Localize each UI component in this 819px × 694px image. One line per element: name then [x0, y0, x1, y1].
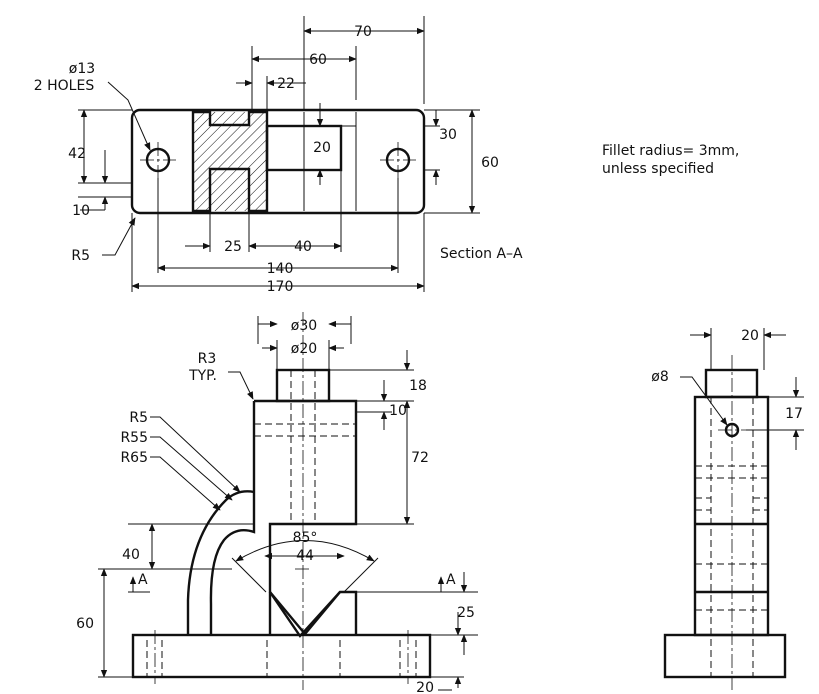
radius-typ: TYP. — [188, 368, 217, 384]
dim-40: 40 — [294, 239, 312, 255]
section-title: Section A–A — [440, 246, 523, 262]
dim-22: 22 — [277, 76, 295, 92]
dim-10: 10 — [72, 203, 90, 219]
dim-30: 30 — [439, 127, 457, 143]
dim-10: 10 — [389, 403, 407, 419]
radius-r55: R55 — [120, 430, 148, 446]
radius-r5: R5 — [71, 248, 90, 264]
dim-60: 60 — [309, 52, 327, 68]
section-view: 70 60 22 20 30 60 42 10 R5 25 40 140 170… — [34, 16, 499, 295]
dim-dia-20: ø20 — [291, 341, 317, 357]
front-view: ø30 ø20 R3 TYP. R5 R55 R65 18 10 72 40 8… — [76, 312, 478, 694]
dim-60-height: 60 — [481, 155, 499, 171]
dim-20: 20 — [313, 140, 331, 156]
side-view: 20 ø8 17 — [651, 328, 804, 690]
side-body — [693, 395, 770, 637]
dim-60: 60 — [76, 616, 94, 632]
cutting-plane-label-right: A — [446, 572, 456, 588]
dim-44: 44 — [296, 548, 314, 564]
dim-dia-30: ø30 — [291, 318, 317, 334]
dim-18: 18 — [409, 378, 427, 394]
radius-r65: R65 — [120, 450, 148, 466]
hole-callout-count: 2 HOLES — [34, 78, 95, 94]
side-dim-20: 20 — [741, 328, 759, 344]
dim-70: 70 — [354, 24, 372, 40]
dim-25: 25 — [457, 605, 475, 621]
front-base — [131, 633, 432, 679]
dim-20: 20 — [416, 680, 434, 694]
dim-140: 140 — [267, 261, 294, 277]
side-boss — [704, 368, 759, 399]
hatched-section — [193, 112, 267, 211]
radius-r3: R3 — [198, 351, 217, 367]
dim-170: 170 — [267, 279, 294, 295]
cutting-plane-label-left: A — [138, 572, 148, 588]
radius-r5: R5 — [129, 410, 148, 426]
base-plate-outline — [130, 108, 426, 215]
fillet-note-line-1: Fillet radius= 3mm, — [602, 143, 739, 159]
side-dim-dia-8: ø8 — [651, 369, 668, 385]
side-dim-17: 17 — [785, 406, 803, 422]
side-base — [663, 633, 787, 679]
dim-25: 25 — [224, 239, 242, 255]
dim-42: 42 — [68, 146, 86, 162]
dim-40: 40 — [122, 547, 140, 563]
v-groove — [269, 591, 341, 636]
fillet-note-line-2: unless specified — [602, 161, 714, 177]
angle-85: 85° — [293, 530, 318, 546]
dim-72: 72 — [411, 450, 429, 466]
hole-callout-diameter: ø13 — [69, 61, 95, 77]
